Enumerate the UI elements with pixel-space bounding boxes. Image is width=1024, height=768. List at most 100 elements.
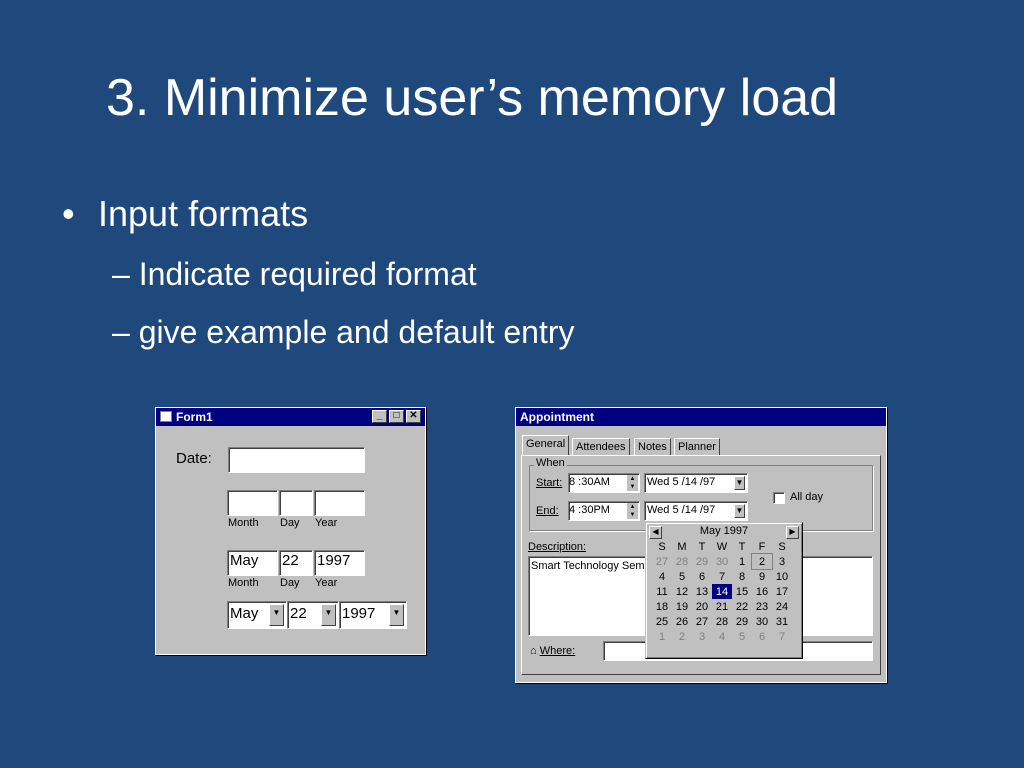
tab-general[interactable]: General	[522, 435, 570, 456]
maximize-icon[interactable]: □	[389, 410, 404, 423]
month-input[interactable]: May	[227, 550, 278, 576]
calendar-day[interactable]: 19	[675, 600, 689, 613]
allday-label: All day	[790, 491, 824, 503]
calendar-day[interactable]: 9	[758, 570, 766, 583]
calendar-weekday: F	[758, 540, 766, 553]
bullet-dot: •	[62, 193, 75, 234]
bullet-text: Input formats	[98, 193, 309, 234]
date-label: Date:	[176, 450, 212, 467]
calendar-day[interactable]: 31	[775, 615, 789, 628]
day-combo[interactable]: 22 ▼	[287, 601, 339, 629]
year-label: Year	[315, 517, 338, 529]
appointment-window: Appointment General Attendees Notes Plan…	[515, 407, 887, 683]
dropdown-arrow-icon[interactable]: ▼	[321, 604, 336, 626]
calendar-day[interactable]: 3	[698, 630, 706, 643]
calendar-week-row: 18 19 20 21 22 23 24	[652, 599, 792, 614]
calendar-day[interactable]: 28	[715, 615, 729, 628]
tab-attendees[interactable]: Attendees	[572, 438, 630, 456]
calendar-day[interactable]: 26	[675, 615, 689, 628]
year-combo[interactable]: 1997 ▼	[339, 601, 407, 629]
calendar-day[interactable]: 22	[735, 600, 749, 613]
start-date-value: Wed 5 /14 /97	[647, 476, 716, 488]
month-combo-value: May	[230, 605, 259, 622]
calendar-day[interactable]: 5	[738, 630, 746, 643]
end-time-input[interactable]: 4 :30PM ▲▼	[568, 501, 640, 521]
calendar-day[interactable]: 13	[695, 585, 709, 598]
calendar-day[interactable]: 10	[775, 570, 789, 583]
calendar-day[interactable]: 29	[735, 615, 749, 628]
calendar-day[interactable]: 14	[712, 584, 732, 599]
dropdown-arrow-icon[interactable]: ▼	[734, 476, 745, 490]
calendar-day[interactable]: 21	[715, 600, 729, 613]
calendar-week-row: 25 26 27 28 29 30 31	[652, 614, 792, 629]
end-label-text: End:	[536, 505, 559, 517]
calendar-weekday: T	[738, 540, 746, 553]
date-input[interactable]	[228, 447, 365, 473]
calendar-day[interactable]: 20	[695, 600, 709, 613]
calendar-day[interactable]: 3	[778, 555, 786, 568]
where-label: ⌂ Where:	[530, 645, 575, 657]
calendar-day[interactable]: 11	[656, 585, 668, 598]
calendar-day[interactable]: 28	[675, 555, 689, 568]
calendar-day[interactable]: 2	[751, 553, 773, 570]
end-date-combo[interactable]: Wed 5 /14 /97 ▼	[644, 501, 748, 521]
calendar-day[interactable]: 1	[738, 555, 746, 568]
month-combo[interactable]: May ▼	[227, 601, 287, 629]
tab-planner[interactable]: Planner	[674, 438, 720, 456]
calendar-day[interactable]: 8	[738, 570, 746, 583]
calendar-day[interactable]: 23	[755, 600, 769, 613]
calendar-day[interactable]: 30	[755, 615, 769, 628]
calendar-day[interactable]: 18	[655, 600, 669, 613]
day-input-empty[interactable]	[279, 490, 313, 516]
calendar-day[interactable]: 4	[658, 570, 666, 583]
calendar-day[interactable]: 17	[775, 585, 789, 598]
slide-title: 3. Minimize user’s memory load	[106, 69, 839, 127]
close-icon[interactable]: ✕	[406, 410, 421, 423]
calendar-day[interactable]: 12	[675, 585, 689, 598]
tab-notes[interactable]: Notes	[634, 438, 671, 456]
calendar-day[interactable]: 27	[655, 555, 669, 568]
form1-window: Form1 _ □ ✕ Date: Month Day Year May 22 …	[155, 407, 426, 655]
day-label: Day	[280, 517, 300, 529]
spin-updown-icon[interactable]: ▲▼	[627, 503, 638, 519]
spin-updown-icon[interactable]: ▲▼	[627, 475, 638, 491]
dropdown-arrow-icon[interactable]: ▼	[734, 504, 745, 518]
allday-checkbox[interactable]	[773, 492, 785, 504]
calendar-day[interactable]: 29	[695, 555, 709, 568]
start-time-input[interactable]: 8 :30AM ▲▼	[568, 473, 640, 493]
calendar-day[interactable]: 6	[758, 630, 766, 643]
minimize-icon[interactable]: _	[372, 410, 387, 423]
calendar-day[interactable]: 7	[778, 630, 786, 643]
bullet-input-formats: • Input formats	[62, 192, 308, 236]
dropdown-arrow-icon[interactable]: ▼	[269, 604, 284, 626]
when-label: When	[534, 457, 567, 469]
calendar-day[interactable]: 24	[775, 600, 789, 613]
month-input-empty[interactable]	[227, 490, 278, 516]
calendar-day[interactable]: 25	[655, 615, 669, 628]
calendar-day[interactable]: 7	[718, 570, 726, 583]
calendar-day[interactable]: 30	[715, 555, 729, 568]
end-date-value: Wed 5 /14 /97	[647, 504, 716, 516]
calendar-weekday: S	[778, 540, 786, 553]
month-label: Month	[228, 517, 259, 529]
calendar-day[interactable]: 5	[678, 570, 686, 583]
calendar-day[interactable]: 1	[658, 630, 666, 643]
calendar-day[interactable]: 27	[695, 615, 709, 628]
year-input[interactable]: 1997	[314, 550, 365, 576]
calendar-day[interactable]: 2	[678, 630, 686, 643]
calendar-day[interactable]: 6	[698, 570, 706, 583]
next-month-button[interactable]: ▶	[786, 526, 799, 539]
prev-month-button[interactable]: ◀	[649, 526, 662, 539]
start-date-combo[interactable]: Wed 5 /14 /97 ▼	[644, 473, 748, 493]
dropdown-arrow-icon[interactable]: ▼	[389, 604, 404, 626]
calendar-day[interactable]: 4	[718, 630, 726, 643]
day-input[interactable]: 22	[279, 550, 313, 576]
year-input-empty[interactable]	[314, 490, 365, 516]
calendar-day[interactable]: 15	[735, 585, 749, 598]
calendar-day[interactable]: 16	[755, 585, 769, 598]
